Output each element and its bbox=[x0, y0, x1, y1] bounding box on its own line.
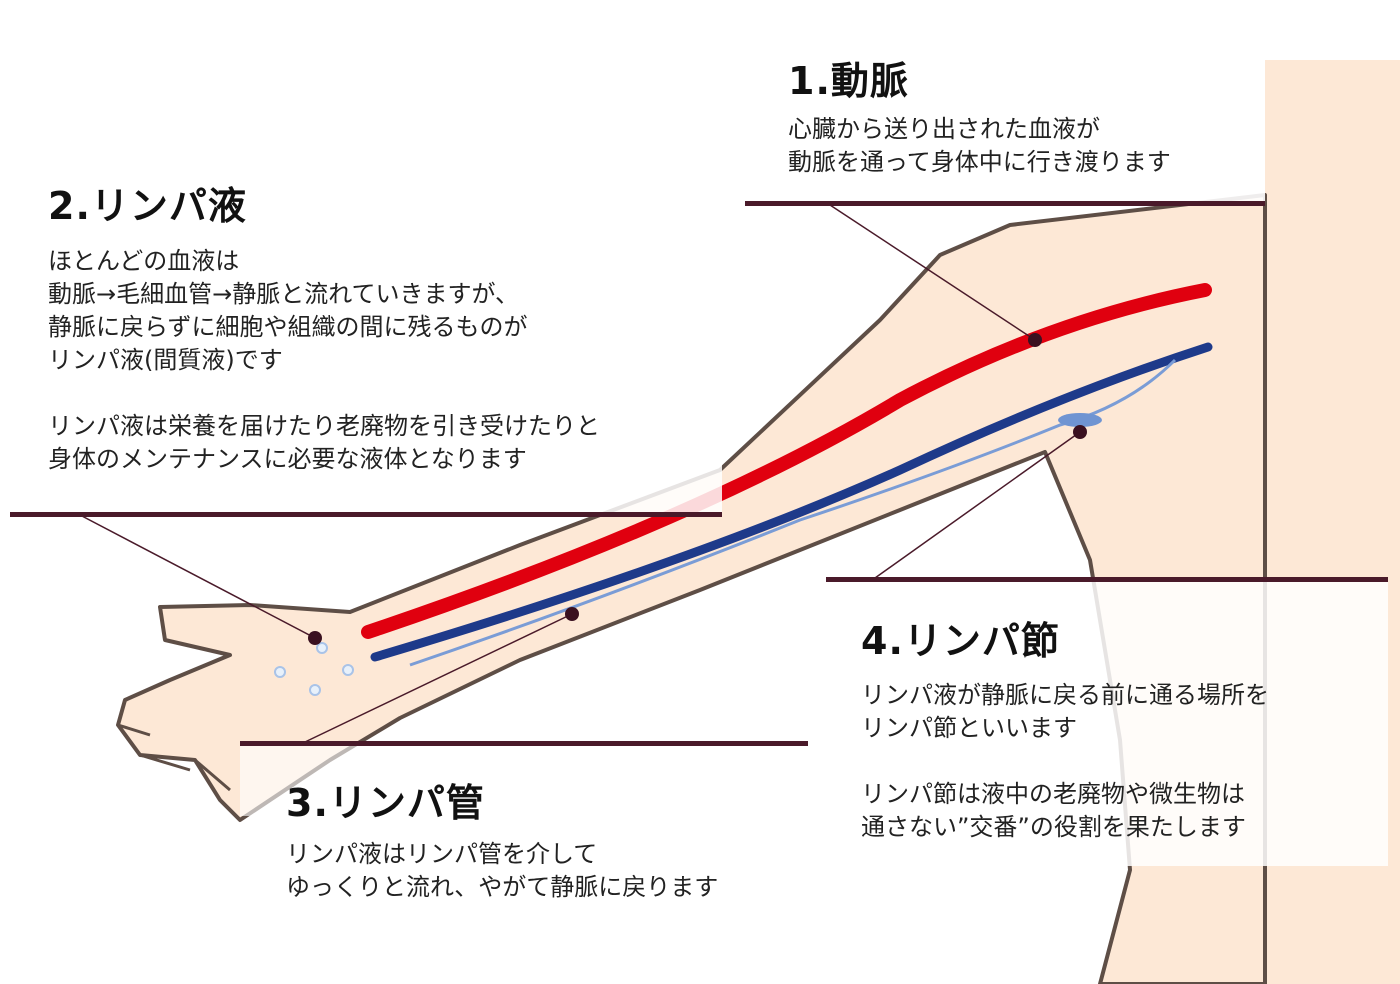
leader-lines bbox=[79, 204, 1081, 743]
lymph-fluid-title: 2.リンパ液 bbox=[48, 184, 247, 228]
lymph-fluid-rule bbox=[10, 512, 722, 517]
lymph-node-text: リンパ液が静脈に戻る前に通る場所を リンパ節といいます リンパ節は液中の老廃物や… bbox=[861, 681, 1269, 841]
lymph-node bbox=[1058, 413, 1102, 427]
lymph-node-box: 4.リンパ節 リンパ液が静脈に戻る前に通る場所を リンパ節といいます リンパ節は… bbox=[826, 582, 1388, 866]
lymph-vessel-title: 3.リンパ管 bbox=[286, 781, 485, 825]
artery-title: 1.動脈 bbox=[788, 59, 909, 103]
lymph-vessel bbox=[409, 358, 1177, 667]
lymph-vessel-text: リンパ液はリンパ管を介して ゆっくりと流れ、やがて静脈に戻ります bbox=[286, 840, 719, 901]
lymph-fluid-text: ほとんどの血液は 動脈→毛細血管→静脈と流れていきますが、 静脈に戻らずに細胞や… bbox=[48, 247, 600, 473]
artery-box: 1.動脈 心臓から送り出された血液が 動脈を通って身体中に行き渡ります bbox=[745, 45, 1265, 203]
artery-rule bbox=[745, 201, 1265, 206]
arm-skin bbox=[116, 193, 1267, 984]
lymph-vessel-rule bbox=[240, 741, 808, 746]
lymph-vessel-box bbox=[240, 746, 808, 816]
artery-line bbox=[361, 283, 1212, 639]
lymph-node-rule bbox=[826, 577, 1388, 582]
lymph-node-title: 4.リンパ節 bbox=[861, 619, 1060, 663]
leader-dots bbox=[308, 333, 1087, 645]
fingers-outline bbox=[117, 723, 231, 792]
vein-line bbox=[370, 342, 1213, 662]
artery-text: 心臓から送り出された血液が 動脈を通って身体中に行き渡ります bbox=[788, 115, 1171, 176]
lymph-fluid-box: 2.リンパ液 ほとんどの血液は 動脈→毛細血管→静脈と流れていきますが、 静脈に… bbox=[10, 165, 722, 513]
lymph-fluid-drops bbox=[274, 642, 354, 696]
